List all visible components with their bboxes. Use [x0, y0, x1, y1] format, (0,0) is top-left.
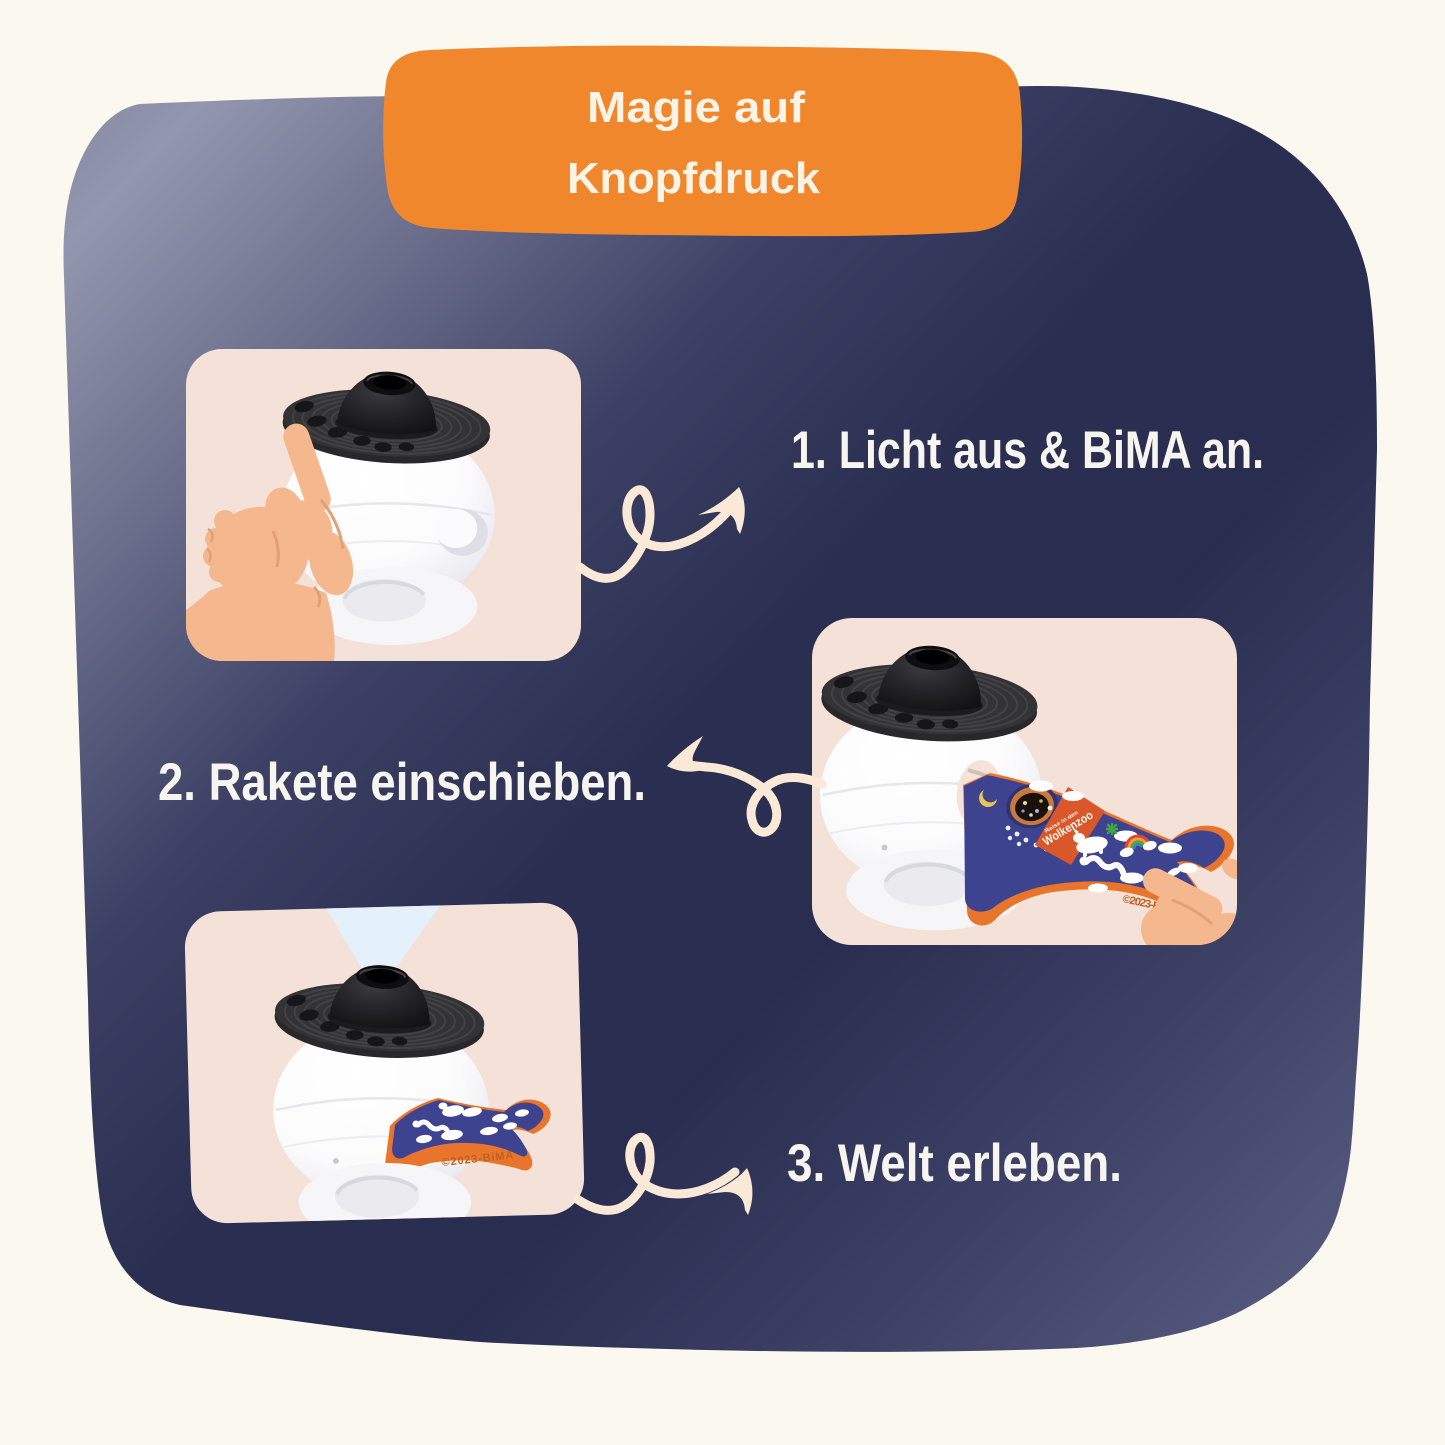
svg-text:2. Rakete einschieben.: 2. Rakete einschieben.	[158, 753, 646, 812]
svg-text:1. Licht aus & BiMA an.: 1. Licht aus & BiMA an.	[791, 421, 1264, 480]
svg-text:Knopfdruck: Knopfdruck	[567, 154, 821, 203]
svg-text:3. Welt erleben.: 3. Welt erleben.	[787, 1134, 1122, 1193]
svg-text:Magie auf: Magie auf	[587, 83, 805, 132]
